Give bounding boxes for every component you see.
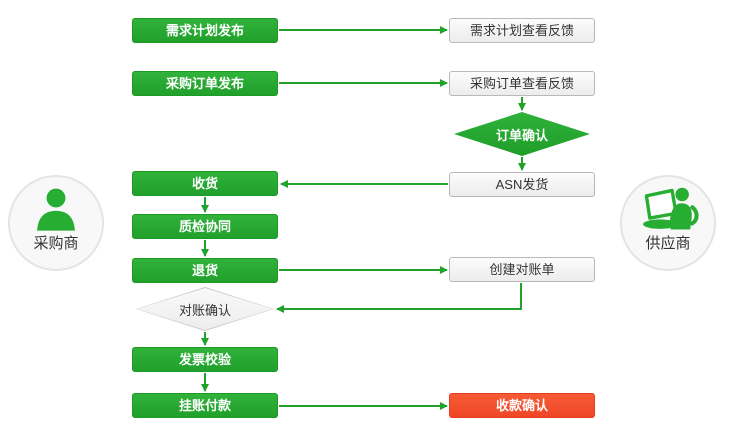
decision-statement-confirm-label: 对账确认: [137, 288, 273, 330]
node-invoice-check: 发票校验: [132, 347, 278, 372]
decision-statement-confirm: 对账确认: [136, 287, 274, 331]
node-asn-delivery: ASN发货: [449, 172, 595, 197]
actor-buyer: 采购商: [8, 175, 104, 271]
node-demand-plan-publish: 需求计划发布: [132, 18, 278, 43]
node-create-statement: 创建对账单: [449, 257, 595, 282]
node-purchase-order-feedback: 采购订单查看反馈: [449, 71, 595, 96]
actor-supplier: 供应商: [620, 175, 716, 271]
node-receive-goods: 收货: [132, 171, 278, 196]
node-payment-confirm: 收款确认: [449, 393, 595, 418]
decision-order-confirm: 订单确认: [454, 112, 590, 156]
node-demand-plan-feedback: 需求计划查看反馈: [449, 18, 595, 43]
arrow-statement-to-confirm: [276, 283, 522, 313]
person-with-laptop-icon: [643, 187, 699, 230]
person-icon: [37, 188, 75, 231]
node-quality-collab: 质检协同: [132, 214, 278, 239]
node-return-goods: 退货: [132, 258, 278, 283]
actor-buyer-label: 采购商: [33, 235, 79, 252]
node-account-payment: 挂账付款: [132, 393, 278, 418]
actor-supplier-label: 供应商: [645, 235, 691, 252]
node-purchase-order-publish: 采购订单发布: [132, 71, 278, 96]
